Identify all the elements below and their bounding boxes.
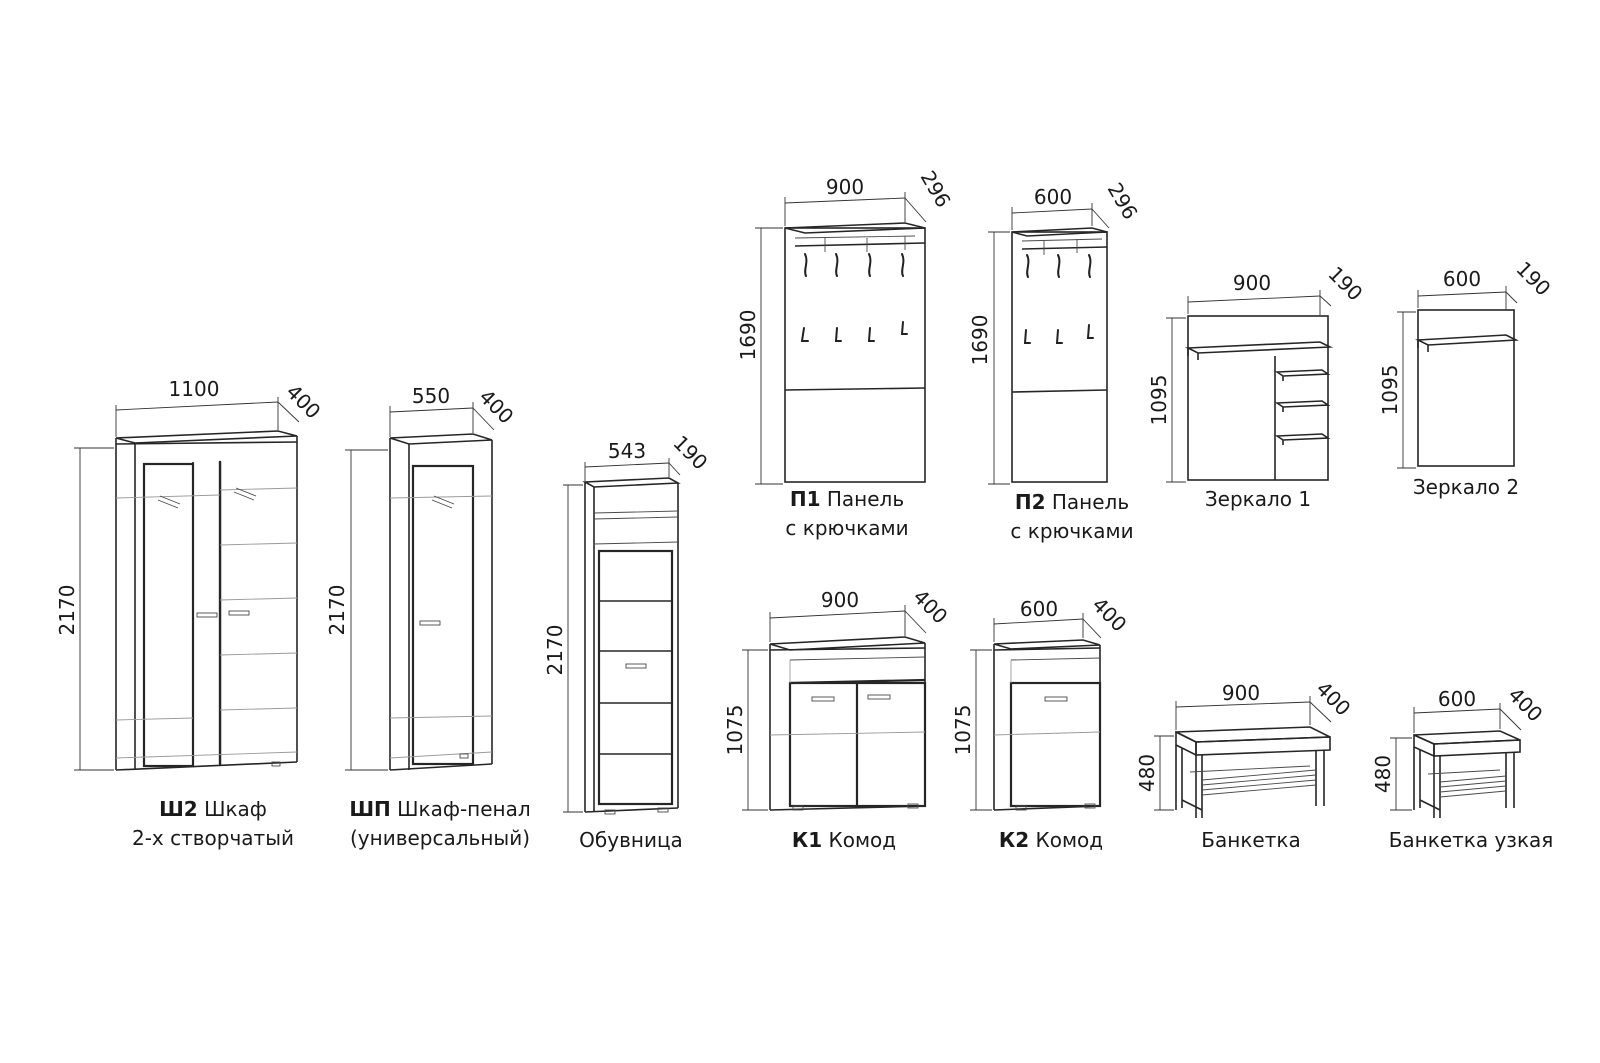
z1-depth: 190 (1323, 262, 1367, 306)
obuv-depth: 190 (668, 431, 712, 475)
z2-depth: 190 (1511, 257, 1555, 301)
sh2-height: 2170 (55, 585, 79, 636)
item-z1-mirror: 900 190 1095 Зеркало 1 (1147, 262, 1367, 511)
k2-caption: К2 Комод (999, 828, 1103, 852)
z2-height: 1095 (1378, 365, 1402, 416)
bankn-depth: 400 (1503, 683, 1547, 727)
bank-height: 480 (1135, 754, 1159, 792)
bank-caption: Банкетка (1201, 828, 1300, 852)
k1-width: 900 (821, 588, 859, 612)
k1-code: К1 (792, 828, 822, 852)
bankn-caption: Банкетка узкая (1389, 828, 1554, 852)
item-p2-hook-panel: 600 296 1690 П2 Панель с крючками (968, 179, 1143, 544)
k1-name: Комод (829, 828, 897, 852)
k2-width: 600 (1020, 597, 1058, 621)
sh2-name: Шкаф (204, 797, 267, 821)
k2-depth: 400 (1087, 593, 1131, 637)
sh2-caption-line2: 2-х створчатый (132, 826, 294, 850)
k1-caption: К1 Комод (792, 828, 896, 852)
bank-width: 900 (1222, 681, 1260, 705)
shp-drawing (389, 433, 493, 771)
k2-drawing (993, 639, 1102, 811)
k1-height: 1075 (723, 705, 747, 756)
obuv-drawing (582, 477, 681, 815)
shp-dimensions: 550 400 2170 (325, 384, 518, 771)
obuv-dimensions: 543 190 2170 (543, 431, 712, 813)
z2-caption: Зеркало 2 (1413, 475, 1519, 499)
z1-height: 1095 (1147, 375, 1171, 426)
z1-drawing (1184, 315, 1334, 481)
k1-drawing (769, 636, 927, 811)
item-k1-dresser: 900 400 1075 К1 Комод (723, 585, 952, 852)
k1-dimensions: 900 400 1075 (723, 585, 952, 811)
p2-caption: П2 Панель (1015, 490, 1129, 514)
item-obuv-shoe-cabinet: 543 190 2170 Обувница (543, 431, 712, 852)
shp-height: 2170 (325, 585, 349, 636)
p2-drawing (1011, 227, 1108, 483)
bankn-height: 480 (1371, 755, 1395, 793)
item-k2-dresser: 600 400 1075 К2 Комод (951, 593, 1131, 852)
shp-name: Шкаф-пенал (397, 797, 531, 821)
p1-caption: П1 Панель (790, 487, 904, 511)
p1-caption-line2: с крючками (785, 516, 908, 540)
obuv-caption: Обувница (579, 828, 683, 852)
obuv-height: 2170 (543, 625, 567, 676)
p1-name: Панель (827, 487, 904, 511)
obuv-width: 543 (608, 439, 646, 463)
bankn-drawing (1413, 730, 1521, 818)
p1-depth: 296 (916, 167, 956, 212)
p1-height: 1690 (736, 310, 760, 361)
shp-width: 550 (412, 384, 450, 408)
p2-depth: 296 (1103, 179, 1143, 224)
p2-dimensions: 600 296 1690 (968, 179, 1143, 485)
item-p1-hook-panel: 900 296 1690 П1 Панель с крючками (736, 167, 956, 541)
p1-dimensions: 900 296 1690 (736, 167, 956, 485)
sh2-depth: 400 (281, 380, 325, 424)
shp-caption: ШП Шкаф-пенал (349, 797, 530, 821)
p1-width: 900 (826, 175, 864, 199)
z1-caption: Зеркало 1 (1205, 487, 1311, 511)
p2-caption-line2: с крючками (1010, 519, 1133, 543)
k2-height: 1075 (951, 705, 975, 756)
z2-drawing (1414, 309, 1520, 467)
z2-width: 600 (1443, 267, 1481, 291)
k2-code: К2 (999, 828, 1029, 852)
p2-code: П2 (1015, 490, 1046, 514)
sh2-width: 1100 (169, 377, 220, 401)
shp-code: ШП (349, 797, 390, 821)
item-shp-wardrobe-narrow: 550 400 2170 ШП Шкаф-пенал (универсальны… (325, 384, 531, 850)
shp-depth: 400 (474, 385, 518, 429)
item-bankn-bench-narrow: 600 400 480 Банкетка узкая (1371, 683, 1553, 852)
bank-depth: 400 (1311, 677, 1355, 721)
sh2-drawing (115, 430, 298, 771)
p2-name: Панель (1052, 490, 1129, 514)
bank-dimensions: 900 400 480 (1135, 677, 1355, 811)
sh2-caption: Ш2 Шкаф (159, 797, 267, 821)
p1-code: П1 (790, 487, 821, 511)
k2-dimensions: 600 400 1075 (951, 593, 1131, 811)
p2-height: 1690 (968, 315, 992, 366)
p2-width: 600 (1034, 185, 1072, 209)
bankn-dimensions: 600 400 480 (1371, 683, 1547, 811)
item-z2-mirror: 600 190 1095 Зеркало 2 (1378, 257, 1555, 499)
z1-dimensions: 900 190 1095 (1147, 262, 1367, 483)
item-bank-bench: 900 400 480 Банкетка (1135, 677, 1355, 852)
shp-caption-line2: (универсальный) (350, 826, 530, 850)
k2-name: Комод (1036, 828, 1104, 852)
item-sh2-wardrobe: 1100 400 2170 Ш2 Шкаф 2-х створчатый (55, 377, 325, 850)
bankn-width: 600 (1438, 687, 1476, 711)
sh2-code: Ш2 (159, 797, 198, 821)
bank-drawing (1175, 726, 1331, 818)
p1-drawing (784, 222, 926, 483)
z1-width: 900 (1233, 271, 1271, 295)
z2-dimensions: 600 190 1095 (1378, 257, 1555, 469)
